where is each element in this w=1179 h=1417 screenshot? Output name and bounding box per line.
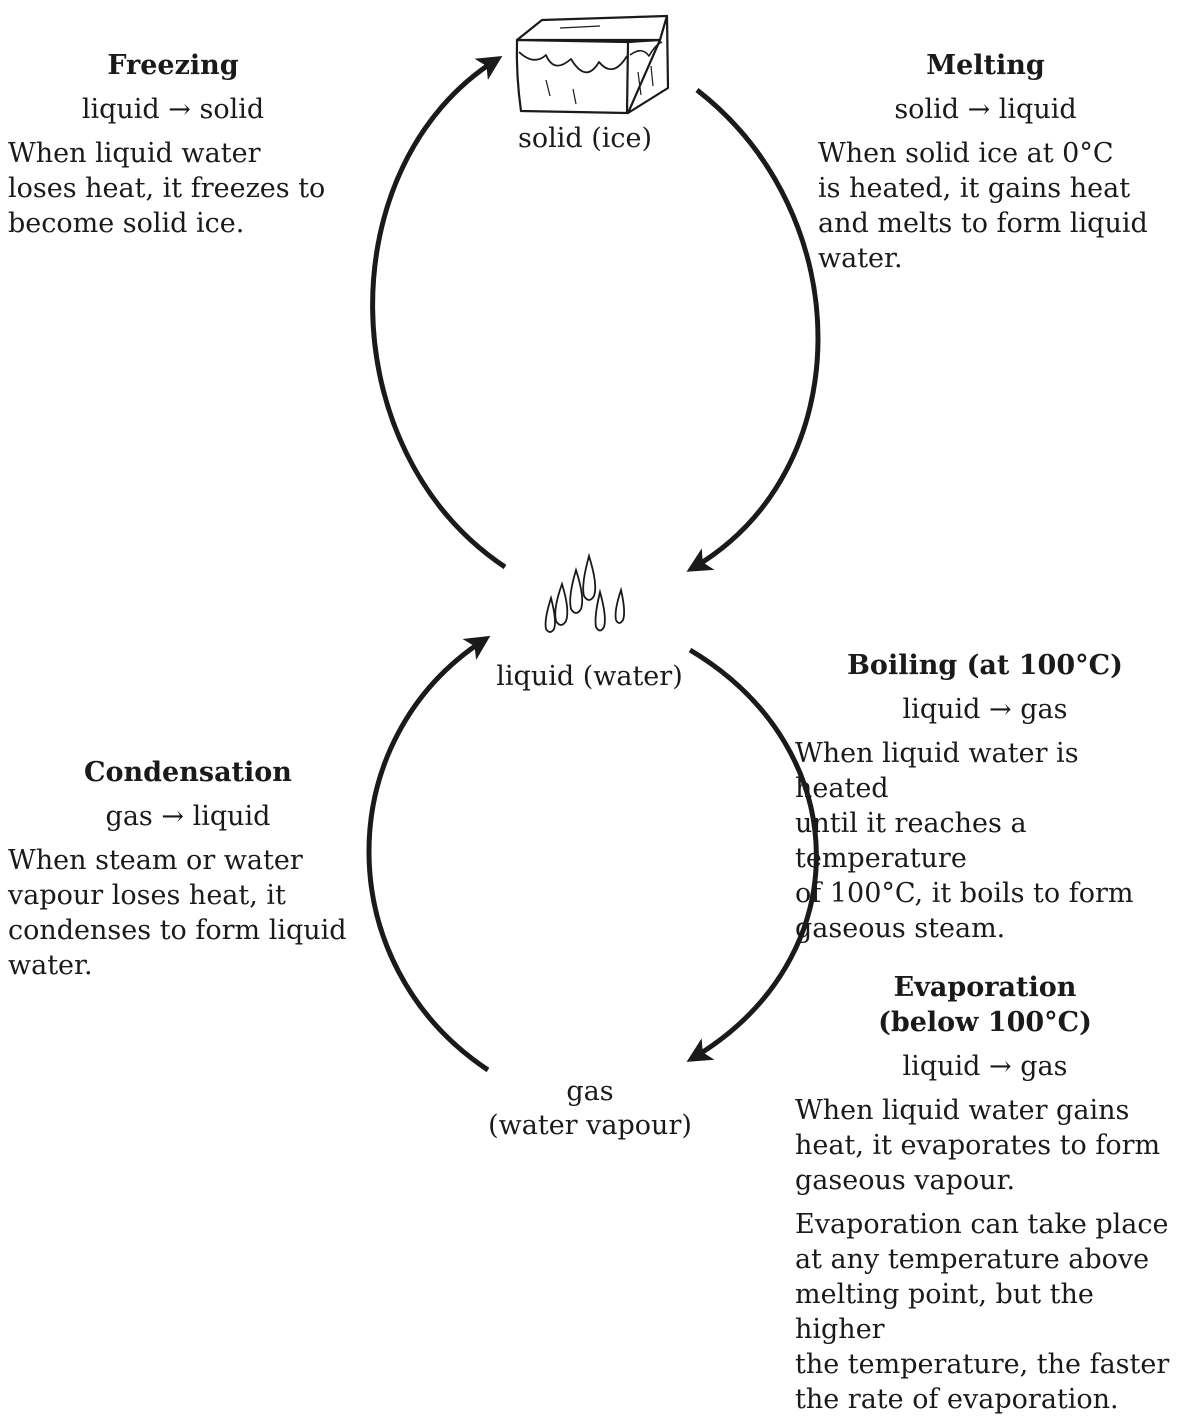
boiling-description: When liquid water is heated until it rea…: [795, 738, 1134, 944]
evaporation-section: Evaporation (below 100°C) liquid → gas W…: [795, 970, 1175, 1417]
state-label-gas: gas (water vapour): [488, 1076, 692, 1141]
state-label-solid: solid (ice): [517, 123, 653, 154]
freezing-title: Freezing: [107, 50, 239, 81]
condensation-description: When steam or water vapour loses heat, i…: [8, 845, 347, 981]
condensation-arrow: [366, 635, 491, 1073]
melting-description: When solid ice at 0°C is heated, it gain…: [818, 138, 1148, 274]
ice-cube-icon: [515, 14, 670, 115]
boiling-change: liquid → gas: [902, 694, 1068, 725]
freezing-description: When liquid water loses heat, it freezes…: [8, 138, 326, 239]
freezing-change: liquid → solid: [81, 94, 265, 125]
freezing-section: Freezing liquid → solid When liquid wate…: [8, 48, 338, 241]
boiling-section: Boiling (at 100°C) liquid → gas When liq…: [795, 648, 1175, 946]
evaporation-change: liquid → gas: [902, 1051, 1068, 1082]
evaporation-description: When liquid water gains heat, it evapora…: [795, 1095, 1161, 1196]
evaporation-note: Evaporation can take place at any temper…: [795, 1209, 1170, 1415]
state-label-liquid: liquid (water): [496, 661, 683, 692]
melting-change: solid → liquid: [894, 94, 1077, 125]
melting-arrow: [686, 88, 821, 572]
melting-section: Melting solid → liquid When solid ice at…: [818, 48, 1153, 276]
water-droplets-icon: [544, 552, 626, 633]
freezing-arrow: [370, 55, 507, 570]
boiling-evaporation-arrow: [686, 647, 819, 1062]
condensation-title: Condensation: [84, 757, 292, 788]
evaporation-title: Evaporation (below 100°C): [878, 972, 1092, 1038]
melting-title: Melting: [926, 50, 1045, 81]
condensation-change: gas → liquid: [105, 801, 271, 832]
boiling-title: Boiling (at 100°C): [847, 650, 1123, 681]
condensation-section: Condensation gas → liquid When steam or …: [8, 755, 368, 983]
